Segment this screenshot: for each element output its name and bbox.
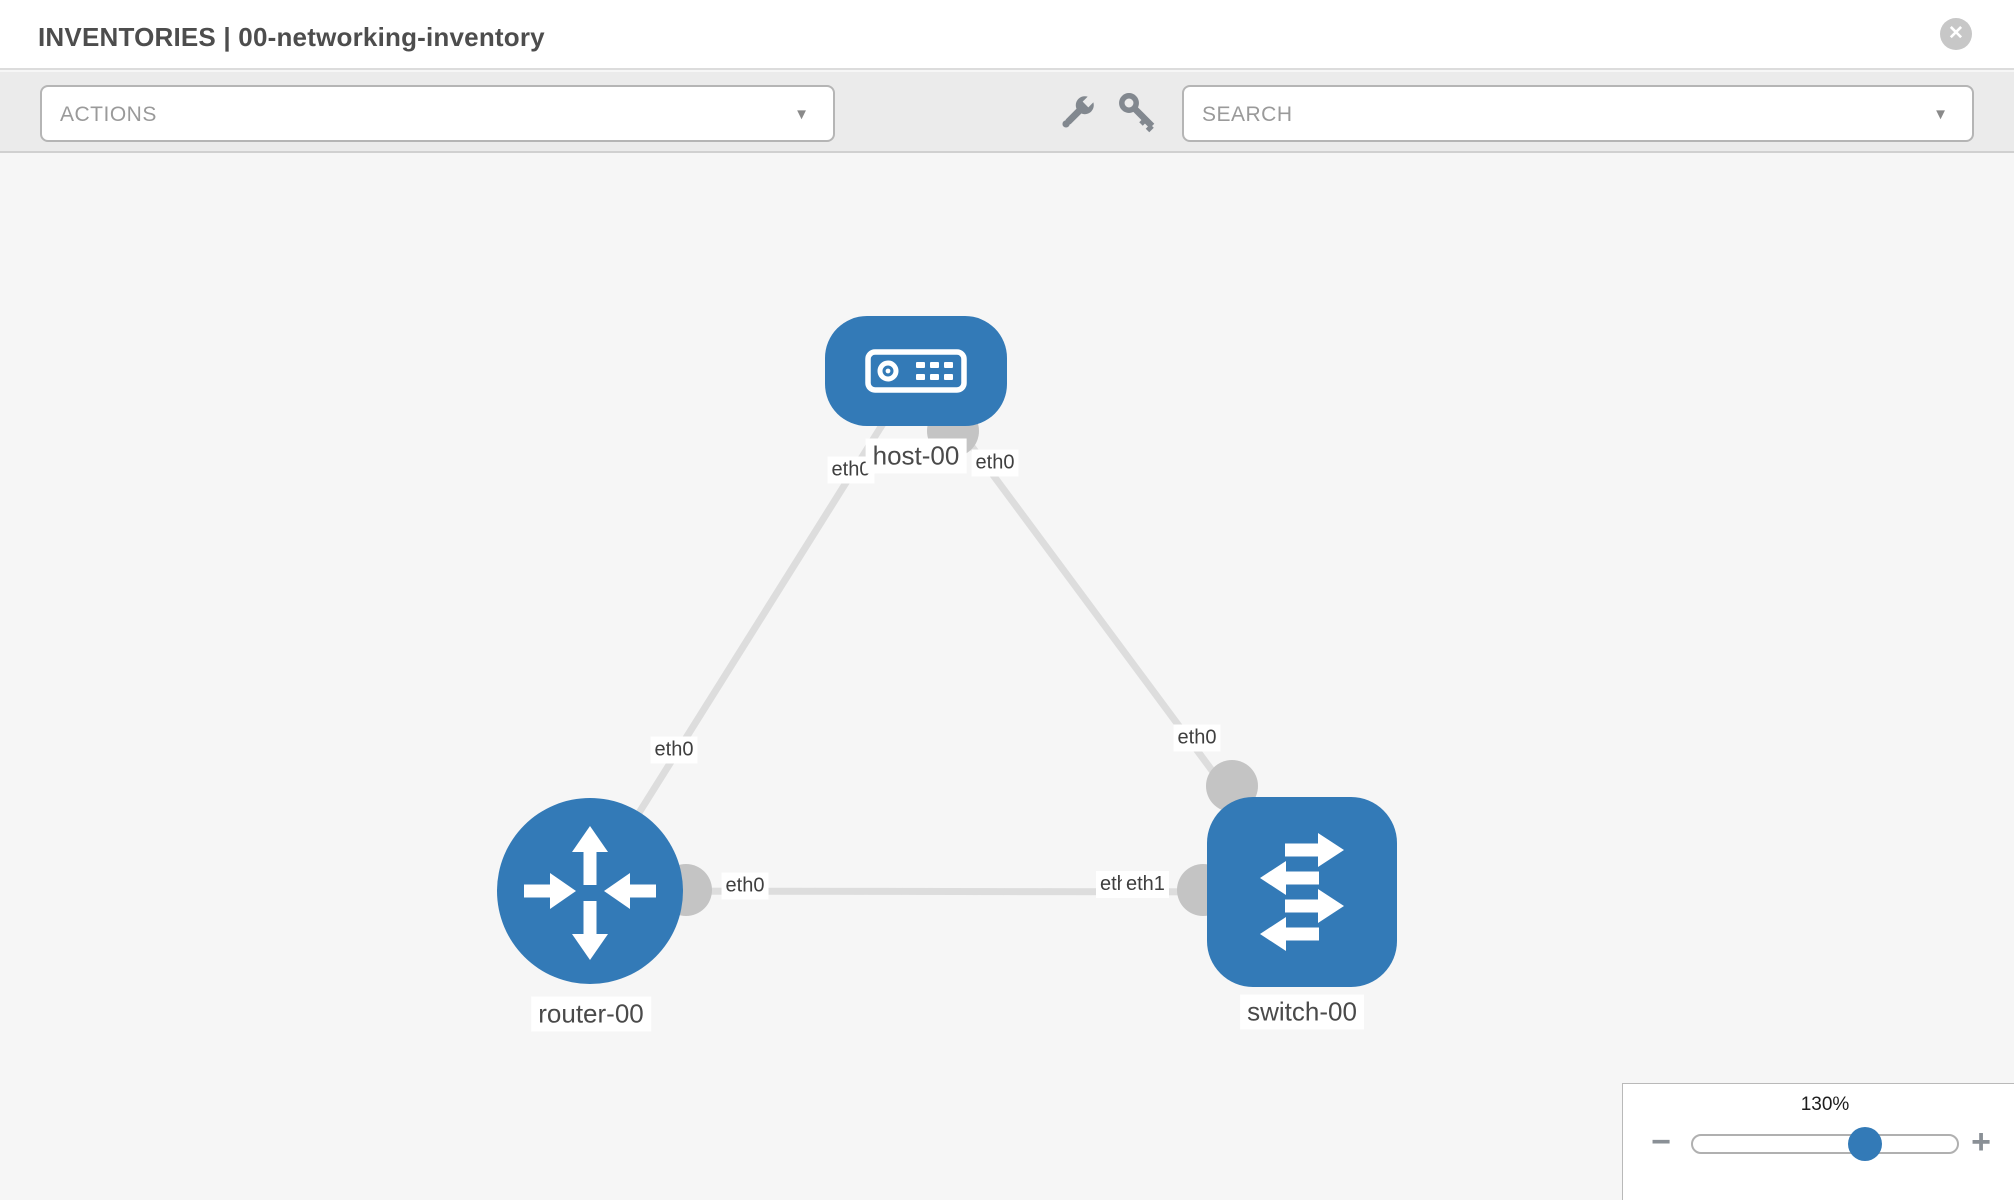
close-icon[interactable]: ✕ [1940, 18, 1972, 50]
port-label: eth0 [721, 872, 769, 900]
window-header: INVENTORIES | 00-networking-inventory ✕ [0, 0, 2014, 70]
wrench-icon[interactable] [1054, 90, 1100, 136]
node-router-00[interactable] [497, 798, 683, 984]
zoom-slider[interactable] [1691, 1127, 1959, 1161]
zoom-level-readout: 130% [1800, 1094, 1850, 1115]
chevron-down-icon: ▼ [1933, 106, 1948, 123]
actions-dropdown-value: ACTIONS [60, 103, 157, 126]
topology-toolbar: ACTIONS ▼ SEARCH ▼ [0, 72, 2014, 153]
search-placeholder: SEARCH [1202, 103, 1293, 126]
zoom-in-button[interactable]: + [1971, 1123, 1991, 1161]
switch-icon [1260, 833, 1344, 951]
node-host-00[interactable] [825, 316, 1007, 426]
actions-dropdown[interactable]: ACTIONS ▼ [40, 85, 835, 142]
page-title: INVENTORIES | 00-networking-inventory [38, 22, 545, 52]
chevron-down-icon: ▼ [794, 106, 809, 123]
port-label-front: eth1 [1122, 871, 1169, 898]
zoom-out-button[interactable]: − [1651, 1123, 1671, 1161]
key-icon[interactable] [1114, 90, 1160, 136]
search-input[interactable]: SEARCH ▼ [1182, 85, 1974, 142]
zoom-control-panel: 130% − + [1622, 1083, 2014, 1200]
node-label-switch: switch-00 [1240, 994, 1364, 1030]
port-label: eth0 [971, 449, 1019, 477]
topology-graph [497, 316, 1397, 987]
port-label: eth0 [1173, 724, 1221, 752]
port-circles [660, 405, 1258, 916]
zoom-slider-thumb[interactable] [1848, 1127, 1882, 1161]
router-icon [524, 826, 656, 960]
host-icon [865, 349, 967, 393]
node-switch-00[interactable] [1207, 797, 1397, 987]
node-label-router: router-00 [531, 996, 651, 1032]
port-label: eth0 [650, 736, 698, 764]
node-label-host: host-00 [865, 438, 967, 474]
topology-canvas[interactable]: eth0 eth0 eth0 eth0 eth0 eth0 eth1 host-… [0, 153, 2014, 1200]
